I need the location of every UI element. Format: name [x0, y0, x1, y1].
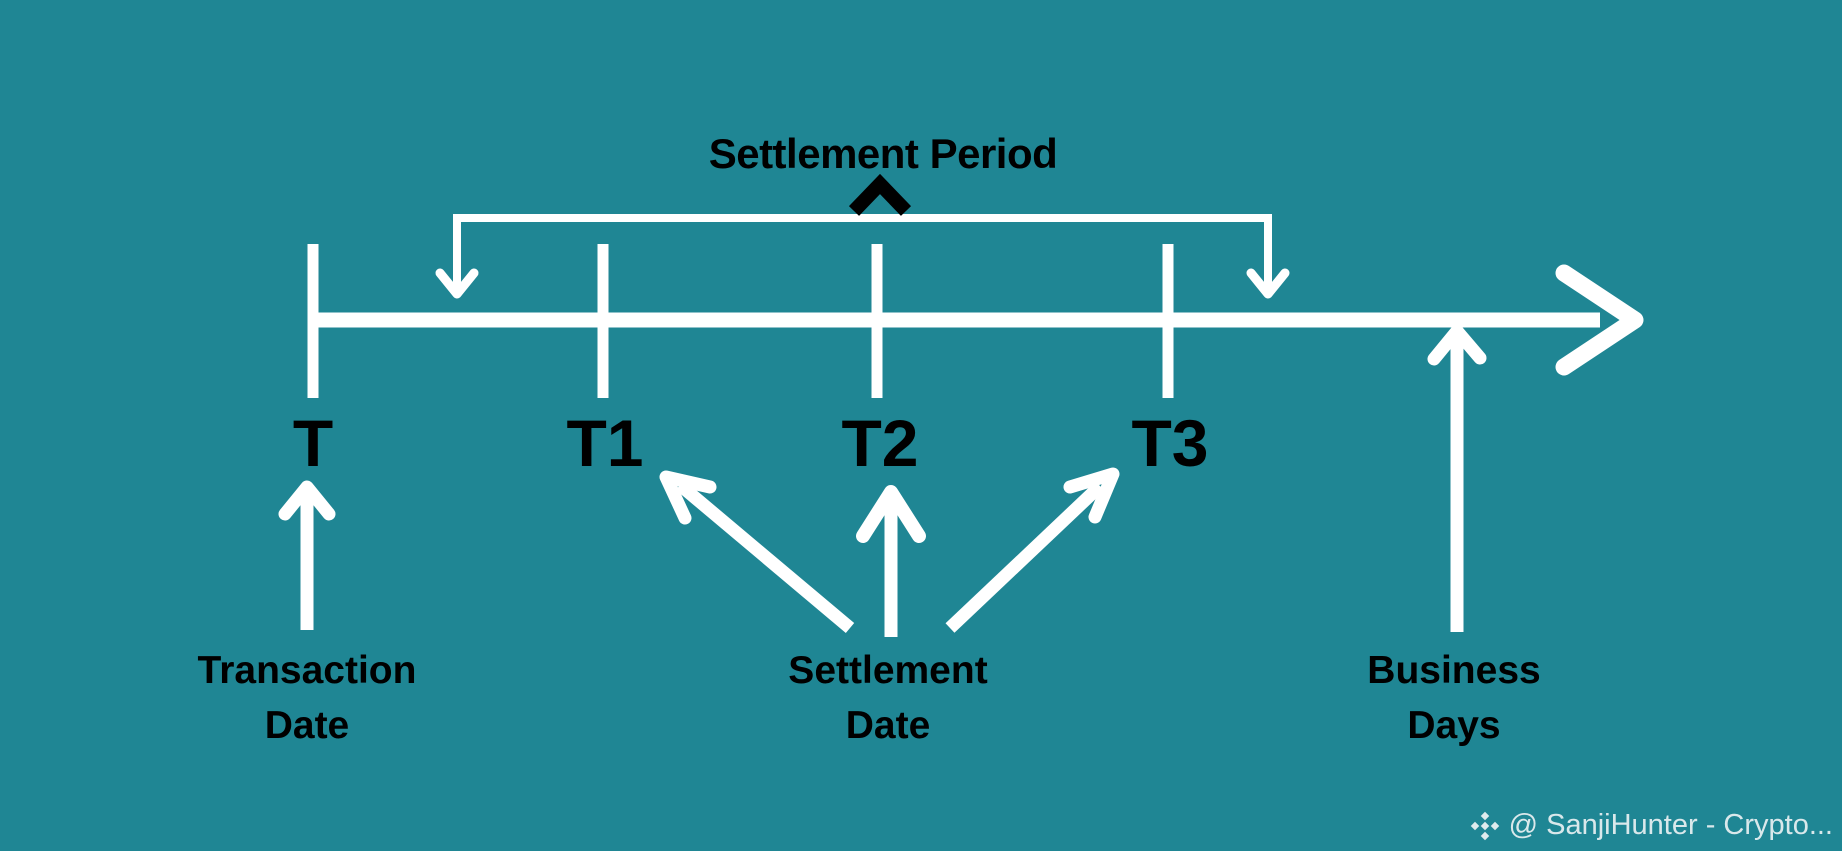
settlement-period-title: Settlement Period — [708, 130, 1058, 177]
settlement-date-label-line2: Date — [845, 704, 931, 747]
tick-label-t1: T1 — [566, 406, 644, 480]
settlement-period-bracket — [453, 214, 1272, 291]
settlement-date-label-line1: Settlement — [788, 649, 988, 692]
settlement-date-label: Settlement Date — [788, 643, 987, 753]
bracket-right-down-arrow-icon — [1246, 268, 1290, 299]
business-days-label-line1: Business — [1367, 649, 1541, 692]
settlement-date-left-arrow-icon — [659, 470, 855, 633]
business-days-up-arrow-icon — [1427, 324, 1487, 632]
tick-label-t: T — [292, 406, 334, 480]
tick-label-t2: T2 — [841, 406, 919, 480]
bracket-left-down-arrow-icon — [435, 268, 479, 299]
tick-label-t3: T3 — [1131, 406, 1209, 480]
transaction-date-label-line1: Transaction — [197, 649, 417, 692]
business-days-label: Business Days — [1367, 643, 1540, 753]
settlement-date-right-arrow-icon — [945, 467, 1120, 633]
settlement-date-middle-arrow-icon — [856, 485, 926, 637]
transaction-date-label-line2: Date — [264, 704, 350, 747]
title-caret-icon — [848, 173, 912, 216]
watermark-text: @ SanjiHunter - Crypto... — [1508, 809, 1833, 841]
transaction-date-up-arrow-icon — [278, 480, 336, 630]
timeline-arrowhead-icon — [1555, 264, 1644, 376]
binance-diamond-logo-icon — [1470, 811, 1499, 840]
transaction-date-label: Transaction Date — [198, 643, 417, 753]
business-days-label-line2: Days — [1407, 704, 1501, 747]
watermark: @ SanjiHunter - Crypto... — [1470, 809, 1833, 842]
